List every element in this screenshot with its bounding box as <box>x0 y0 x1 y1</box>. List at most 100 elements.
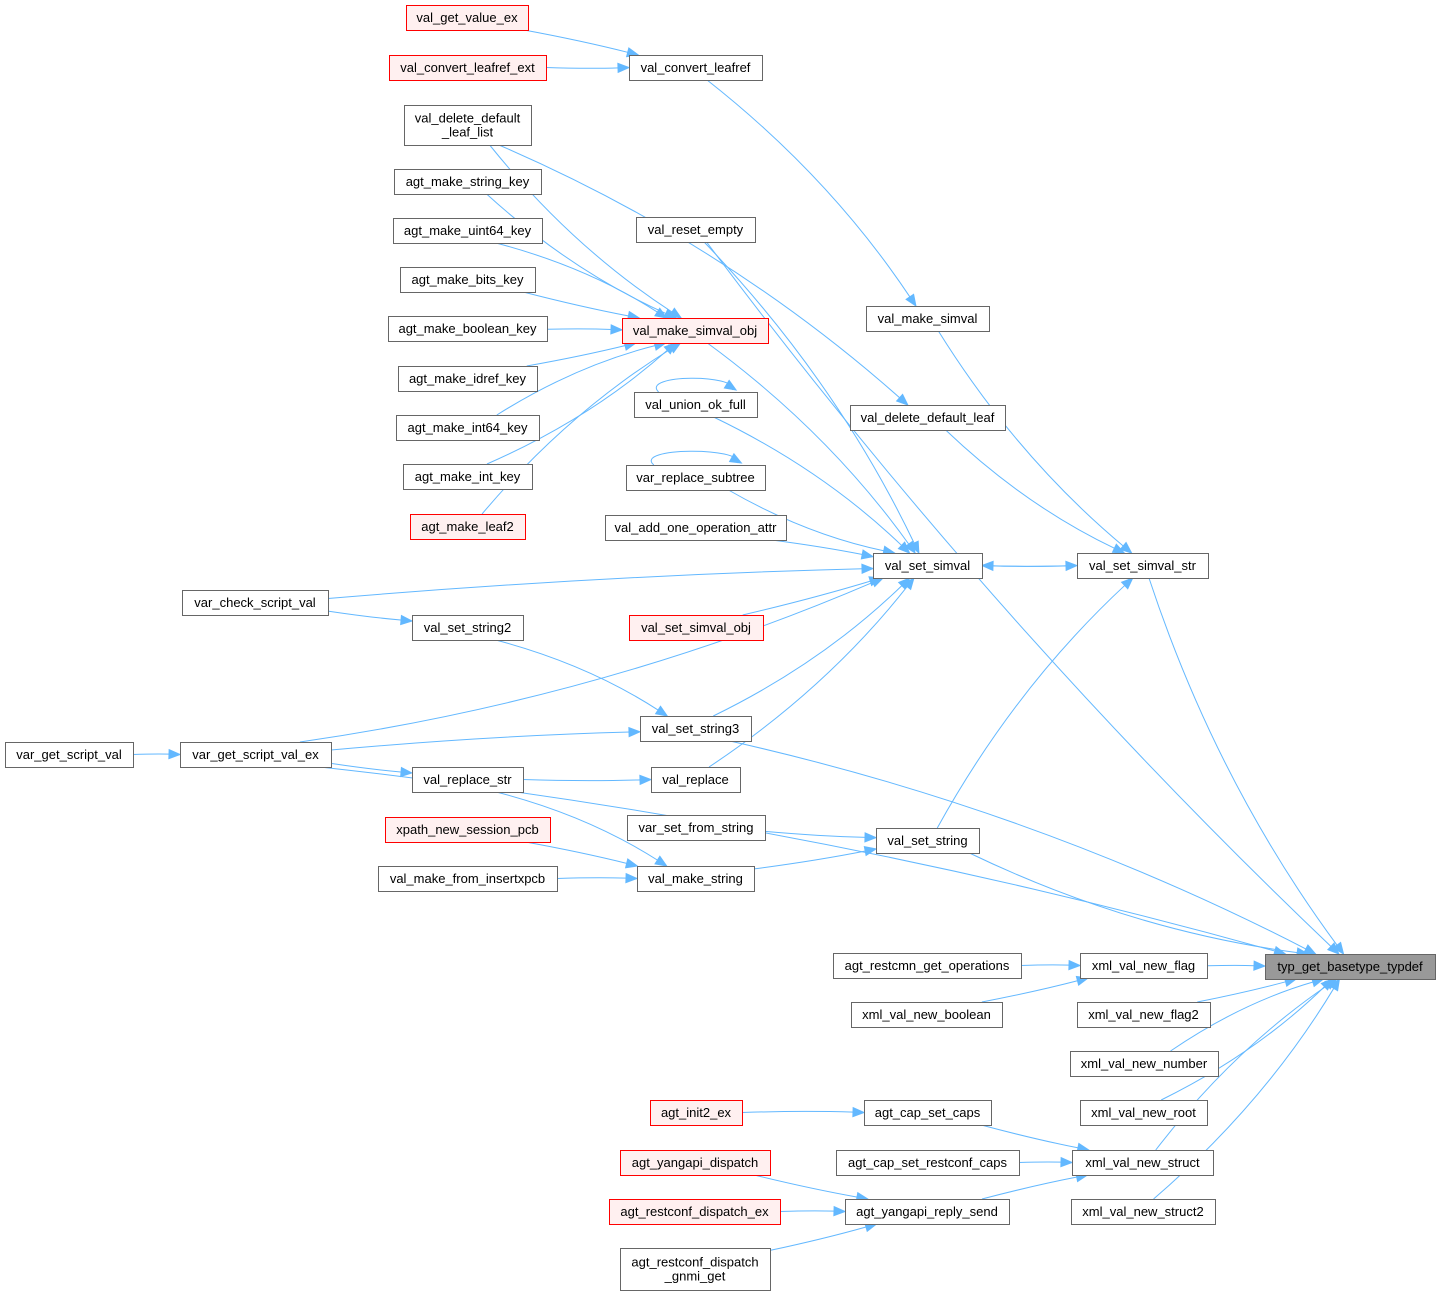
node-agt-make-int-key[interactable]: agt_make_int_key <box>403 464 533 490</box>
node-box <box>1070 1051 1219 1077</box>
node-agt-make-string-key[interactable]: agt_make_string_key <box>394 169 542 195</box>
node-val-set-simval-str[interactable]: val_set_simval_str <box>1077 553 1209 579</box>
node-box <box>629 615 764 641</box>
edge-line <box>495 242 659 314</box>
node-agt-make-int64-key[interactable]: agt_make_int64_key <box>396 415 540 441</box>
node-agt-make-bits-key[interactable]: agt_make_bits_key <box>400 267 536 293</box>
edge-line <box>981 1176 1078 1200</box>
node-box <box>873 553 983 579</box>
arrowhead <box>1332 941 1345 956</box>
edge-line <box>981 1124 1080 1149</box>
edge-xml-val-new-root-to-root <box>1160 978 1334 1101</box>
node-box <box>412 615 524 641</box>
node-agt-make-idref-key[interactable]: agt_make_idref_key <box>398 366 538 392</box>
edge-line <box>754 1174 859 1198</box>
node-val-delete-default-leaf-list[interactable]: val_delete_default_leaf_list <box>404 105 532 146</box>
edge-line <box>1170 981 1314 1052</box>
node-val-make-simval[interactable]: val_make_simval <box>866 306 990 332</box>
node-box <box>627 815 766 841</box>
node-agt-restcmn-get-operations[interactable]: agt_restcmn_get_operations <box>833 953 1022 979</box>
node-xml-val-new-struct[interactable]: xml_val_new_struct <box>1072 1150 1214 1176</box>
node-var-get-script-val[interactable]: var_get_script_val <box>5 742 134 768</box>
edge-agt-make-idref-key-to-val-make-simval-obj <box>526 340 638 367</box>
node-label: val_make_from_insertxpcb <box>390 871 545 886</box>
edge-line <box>764 830 867 838</box>
arrowhead <box>833 1205 847 1217</box>
node-val-union-ok-full[interactable]: val_union_ok_full <box>634 392 758 418</box>
node-val-set-simval-obj[interactable]: val_set_simval_obj <box>629 615 764 641</box>
node-val-get-value-ex[interactable]: val_get_value_ex <box>406 5 529 31</box>
edge-agt-make-boolean-key-to-val-make-simval-obj <box>546 324 624 335</box>
node-xml-val-new-flag2[interactable]: xml_val_new_flag2 <box>1077 1002 1211 1028</box>
node-agt-cap-set-restconf-caps[interactable]: agt_cap_set_restconf_caps <box>836 1150 1020 1176</box>
node-var-replace-subtree[interactable]: var_replace_subtree <box>626 465 766 491</box>
edge-val-set-string-to-root <box>969 852 1310 958</box>
node-xml-val-new-boolean[interactable]: xml_val_new_boolean <box>851 1002 1003 1028</box>
edge-line <box>523 291 630 317</box>
node-val-make-simval-obj[interactable]: val_make_simval_obj <box>622 318 769 344</box>
node-val-reset-empty[interactable]: val_reset_empty <box>636 217 756 243</box>
edge-val-set-string-to-val-set-simval-str <box>936 577 1134 829</box>
edge-var-replace-subtree-to-var-replace-subtree <box>650 450 743 466</box>
node-val-set-string[interactable]: val_set_string <box>876 828 980 854</box>
edge-val-make-string-to-val-set-string <box>753 846 878 870</box>
node-label: xpath_new_session_pcb <box>396 822 538 837</box>
node-box <box>394 169 542 195</box>
arrowhead <box>628 726 642 738</box>
node-agt-init2-ex[interactable]: agt_init2_ex <box>650 1100 743 1126</box>
node-xml-val-new-number[interactable]: xml_val_new_number <box>1070 1051 1219 1077</box>
node-val-replace[interactable]: val_replace <box>651 767 741 793</box>
edge-line <box>1197 981 1287 1003</box>
node-agt-cap-set-caps[interactable]: agt_cap_set_caps <box>864 1100 992 1126</box>
edge-line <box>486 193 667 315</box>
node-xml-val-new-struct2[interactable]: xml_val_new_struct2 <box>1071 1199 1216 1225</box>
node-val-replace-str[interactable]: val_replace_str <box>412 767 524 793</box>
edge-line <box>753 850 867 870</box>
edge-val-make-from-insertxpcb-to-val-make-string <box>556 872 639 884</box>
edge-line <box>713 584 903 717</box>
node-agt-restconf-dispatch-gnmi-get[interactable]: agt_restconf_dispatch_gnmi_get <box>620 1248 771 1291</box>
node-val-make-from-insertxpcb[interactable]: val_make_from_insertxpcb <box>378 866 558 892</box>
node-val-set-string2[interactable]: val_set_string2 <box>412 615 524 641</box>
node-box <box>864 1100 992 1126</box>
edge-var-get-script-val-to-var-get-script-val-ex <box>132 748 182 760</box>
node-val-convert-leafref[interactable]: val_convert_leafref <box>629 55 763 81</box>
node-label: agt_restcmn_get_operations <box>845 958 1010 973</box>
node-box <box>851 1002 1003 1028</box>
node-agt-make-leaf2[interactable]: agt_make_leaf2 <box>410 514 526 540</box>
node-val-convert-leafref-ext[interactable]: val_convert_leafref_ext <box>389 55 547 81</box>
node-var-get-script-val-ex[interactable]: var_get_script_val_ex <box>180 742 332 768</box>
arrowhead <box>1068 959 1082 971</box>
edge-line <box>1018 1161 1063 1163</box>
node-val-delete-default-leaf[interactable]: val_delete_default_leaf <box>850 405 1006 431</box>
node-var-set-from-string[interactable]: var_set_from_string <box>627 815 766 841</box>
edge-val-delete-default-leaf-to-val-set-simval-str <box>945 429 1126 554</box>
edge-val-union-ok-full-to-val-union-ok-full <box>655 377 738 393</box>
node-agt-make-uint64-key[interactable]: agt_make_uint64_key <box>393 218 543 244</box>
node-val-set-simval[interactable]: val_set_simval <box>873 553 983 579</box>
node-xpath-new-session-pcb[interactable]: xpath_new_session_pcb <box>385 817 551 843</box>
node-box <box>640 716 752 742</box>
node-agt-restconf-dispatch-ex[interactable]: agt_restconf_dispatch_ex <box>609 1199 781 1225</box>
node-agt-yangapi-dispatch[interactable]: agt_yangapi_dispatch <box>620 1150 771 1176</box>
node-val-add-one-operation-attr[interactable]: val_add_one_operation_attr <box>605 515 787 541</box>
node-agt-yangapi-reply-send[interactable]: agt_yangapi_reply_send <box>845 1199 1010 1225</box>
node-label: xml_val_new_struct <box>1085 1155 1200 1170</box>
node-box <box>396 415 540 441</box>
node-val-set-string3[interactable]: val_set_string3 <box>640 716 752 742</box>
node-xml-val-new-flag[interactable]: xml_val_new_flag <box>1080 953 1208 979</box>
node-label: val_set_string <box>887 833 967 848</box>
edge-xpath-new-session-pcb-to-val-make-string <box>525 841 639 869</box>
edge-val-delete-default-leaf-list-to-val-delete-default-leaf <box>498 144 909 406</box>
node-agt-make-boolean-key[interactable]: agt_make_boolean_key <box>388 316 548 342</box>
node-label: agt_yangapi_dispatch <box>632 1155 759 1170</box>
node-label: val_set_simval <box>885 558 970 573</box>
arrowhead <box>1120 577 1134 590</box>
edge-line <box>707 342 910 546</box>
edge-line <box>496 344 657 416</box>
node-root[interactable]: typ_get_basetype_typdef <box>1265 954 1436 980</box>
node-xml-val-new-root[interactable]: xml_val_new_root <box>1080 1100 1208 1126</box>
node-val-make-string[interactable]: val_make_string <box>637 866 755 892</box>
node-label: val_set_simval_obj <box>641 620 751 635</box>
node-var-check-script-val[interactable]: var_check_script_val <box>182 590 329 616</box>
